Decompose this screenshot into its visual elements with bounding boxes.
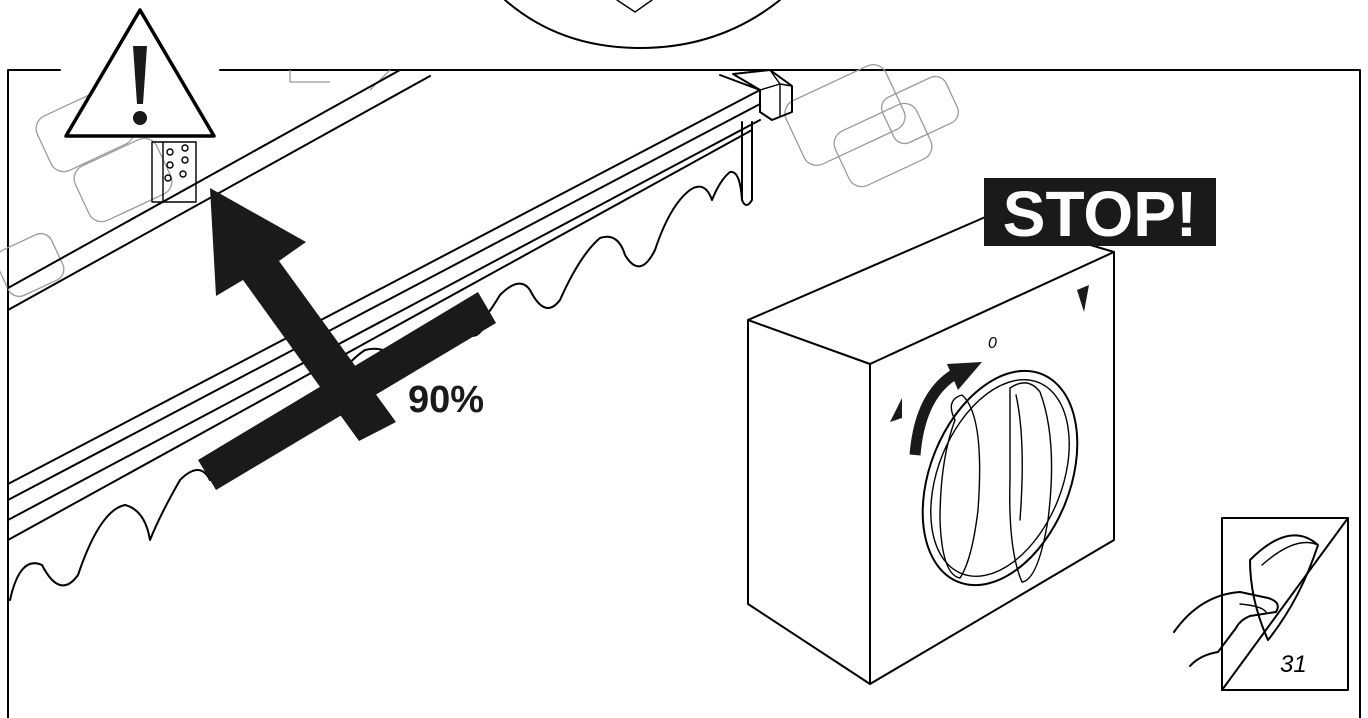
rotation-arrow	[909, 362, 982, 456]
rotary-knob	[921, 369, 1079, 587]
cross-bar	[198, 292, 496, 490]
frame-border	[7, 69, 1361, 718]
stop-label: STOP!	[984, 178, 1216, 250]
stop-label-text: STOP!	[1003, 178, 1197, 250]
page-reference: 31	[1280, 651, 1307, 678]
warning-triangle-icon	[64, 8, 216, 138]
control-switch-box	[747, 214, 1115, 685]
page-turn-icon	[1173, 517, 1349, 691]
mounting-bracket	[151, 141, 197, 203]
awning-cassette	[7, 69, 793, 541]
wall-bricks	[0, 63, 959, 298]
dial-zero-label: 0	[988, 335, 997, 352]
percent-label: 90%	[408, 379, 484, 421]
detail-circle	[504, 0, 781, 49]
